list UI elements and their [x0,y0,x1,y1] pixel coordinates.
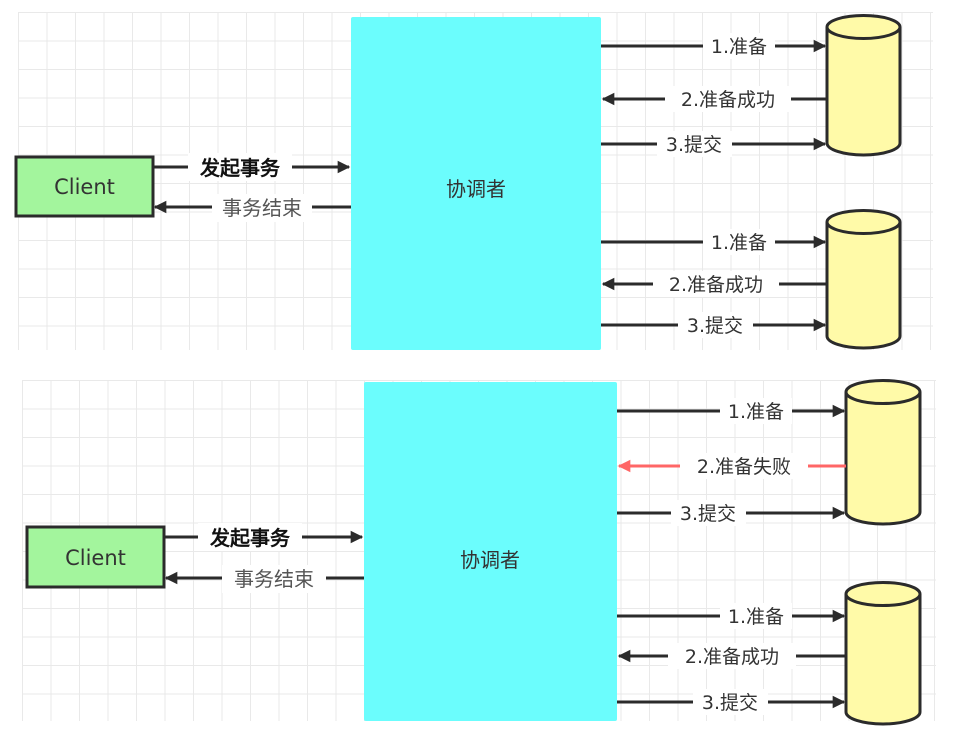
message-prepare: 1.准备 [617,603,846,629]
database-icon[interactable] [844,594,922,726]
client-node[interactable]: Client [25,525,166,589]
message-label: 2.准备成功 [685,646,779,668]
database-top [844,379,922,405]
database-top [844,581,922,607]
database-icon[interactable] [825,27,902,157]
coordinator-box[interactable] [351,17,601,350]
database-top [825,14,902,40]
start-transaction-label: 发起事务 [209,526,291,550]
panel-1-group: Client 协调者 发起事务 事务结束 1.准备 [14,14,902,350]
coordinator-node[interactable]: 协调者 [364,382,617,721]
coordinator-label: 协调者 [446,177,506,201]
message-prepare-failure: 2.准备失败 [617,453,846,479]
message-label: 3.提交 [666,134,722,156]
message-label: 2.准备成功 [669,274,763,296]
message-label: 1.准备 [711,232,767,254]
start-transaction-label: 发起事务 [199,156,281,180]
message-prepare-success: 2.准备成功 [617,643,846,669]
message-label: 3.提交 [702,692,758,714]
message-label: 1.准备 [711,36,767,58]
message-label: 3.提交 [687,315,743,337]
message-prepare: 1.准备 [617,398,846,424]
message-label: 2.准备成功 [681,89,775,111]
participant-db-2[interactable] [825,209,902,350]
end-transaction-label: 事务结束 [234,567,314,591]
participant-db-1[interactable] [825,14,902,157]
start-transaction-arrow: 发起事务 [164,523,364,551]
end-transaction-arrow: 事务结束 [153,194,351,222]
participant-db-2[interactable] [844,581,922,726]
coordinator-node[interactable]: 协调者 [351,17,601,350]
client-box[interactable] [25,525,166,589]
database-icon[interactable] [825,222,902,350]
end-transaction-label: 事务结束 [222,196,302,220]
message-commit: 3.提交 [601,312,827,338]
client-label: Client [65,546,126,570]
panel-2-group: Client 协调者 发起事务 事务结束 1.准备 [25,379,922,726]
message-label: 3.提交 [680,503,736,525]
coordinator-box[interactable] [364,382,617,721]
message-label: 1.准备 [728,606,784,628]
message-label: 1.准备 [728,401,784,423]
client-box[interactable] [14,155,155,218]
message-commit: 3.提交 [617,689,846,715]
participant-db-1[interactable] [844,379,922,526]
client-label: Client [54,175,115,199]
message-label: 2.准备失败 [697,456,791,478]
message-prepare: 1.准备 [601,229,827,255]
database-icon[interactable] [844,392,922,526]
start-transaction-arrow: 发起事务 [153,153,351,181]
coordinator-label: 协调者 [460,548,520,572]
message-commit: 3.提交 [601,131,827,157]
database-top [825,209,902,235]
message-commit: 3.提交 [617,500,846,526]
client-node[interactable]: Client [14,155,155,218]
message-prepare-success: 2.准备成功 [601,86,827,112]
message-prepare: 1.准备 [601,33,827,59]
end-transaction-arrow: 事务结束 [164,565,364,593]
message-prepare-success: 2.准备成功 [601,271,827,297]
